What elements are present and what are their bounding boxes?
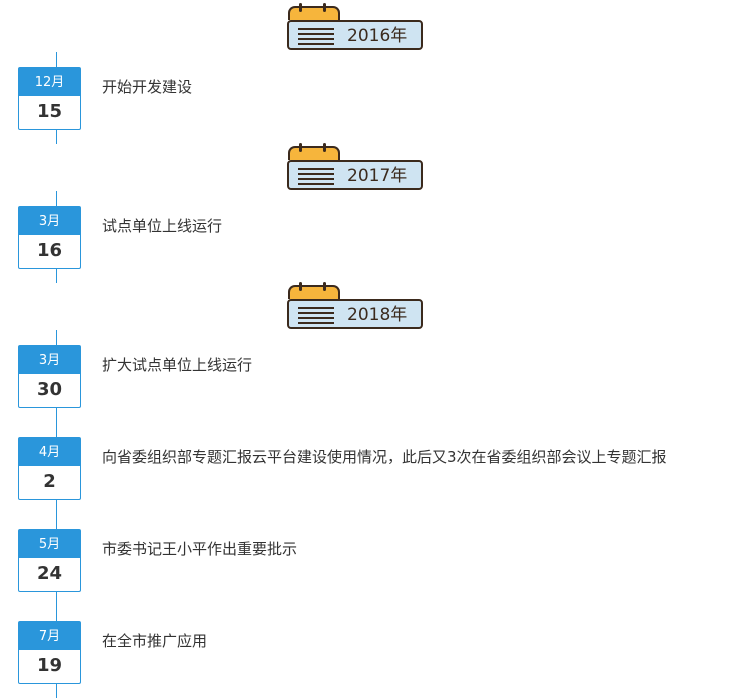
calendar-icon xyxy=(288,285,340,299)
event-description: 扩大试点单位上线运行 xyxy=(102,356,253,374)
date-badge: 12月 15 xyxy=(18,67,81,130)
date-badge: 3月 16 xyxy=(18,206,81,269)
calendar-icon xyxy=(288,6,340,20)
date-day: 19 xyxy=(18,650,81,684)
event-description: 在全市推广应用 xyxy=(102,632,208,650)
year-header-2018: 2018年 xyxy=(287,282,423,331)
event-description: 向省委组织部专题汇报云平台建设使用情况，此后又3次在省委组织部会议上专题汇报 xyxy=(102,448,667,466)
year-header-2017: 2017年 xyxy=(287,143,423,192)
year-plate: 2018年 xyxy=(287,299,423,329)
date-day: 24 xyxy=(18,558,81,592)
year-plate: 2017年 xyxy=(287,160,423,190)
date-month: 4月 xyxy=(18,437,81,466)
timeline-line xyxy=(56,330,57,698)
date-month: 12月 xyxy=(18,67,81,96)
event-description: 开始开发建设 xyxy=(102,78,193,96)
date-day: 16 xyxy=(18,235,81,269)
date-day: 2 xyxy=(18,466,81,500)
date-badge: 4月 2 xyxy=(18,437,81,500)
year-label: 2017年 xyxy=(347,166,408,186)
calendar-ring xyxy=(299,282,302,291)
date-day: 30 xyxy=(18,374,81,408)
calendar-ring xyxy=(299,143,302,152)
event-description: 市委书记王小平作出重要批示 xyxy=(102,540,298,558)
date-badge: 7月 19 xyxy=(18,621,81,684)
calendar-ring xyxy=(323,143,326,152)
date-day: 15 xyxy=(18,96,81,130)
calendar-ring xyxy=(299,3,302,12)
lines-icon xyxy=(298,168,334,188)
year-label: 2018年 xyxy=(347,305,408,325)
date-month: 7月 xyxy=(18,621,81,650)
lines-icon xyxy=(298,28,334,48)
calendar-ring xyxy=(323,282,326,291)
calendar-icon xyxy=(288,146,340,160)
calendar-ring xyxy=(323,3,326,12)
date-month: 5月 xyxy=(18,529,81,558)
lines-icon xyxy=(298,307,334,327)
date-month: 3月 xyxy=(18,206,81,235)
year-plate: 2016年 xyxy=(287,20,423,50)
date-month: 3月 xyxy=(18,345,81,374)
date-badge: 5月 24 xyxy=(18,529,81,592)
year-header-2016: 2016年 xyxy=(287,3,423,52)
date-badge: 3月 30 xyxy=(18,345,81,408)
year-label: 2016年 xyxy=(347,26,408,46)
event-description: 试点单位上线运行 xyxy=(102,217,223,235)
